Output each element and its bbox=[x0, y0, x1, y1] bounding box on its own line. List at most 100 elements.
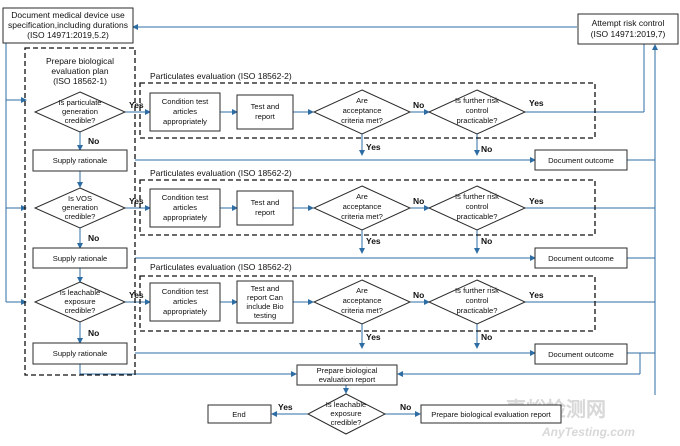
acceptance-diamond bbox=[312, 185, 412, 231]
svg-text:credible?: credible? bbox=[65, 212, 96, 221]
svg-text:practicable?: practicable? bbox=[457, 306, 498, 315]
svg-text:Yes: Yes bbox=[129, 196, 144, 206]
svg-text:Prepare biological: Prepare biological bbox=[317, 366, 378, 375]
svg-text:Prepare biological: Prepare biological bbox=[46, 56, 114, 66]
plan-group bbox=[24, 47, 136, 376]
decision-diamond bbox=[33, 91, 127, 133]
top-left-box: Document medical device use specificatio… bbox=[2, 7, 134, 44]
final-no-label: No bbox=[400, 402, 411, 412]
svg-text:No: No bbox=[88, 328, 99, 338]
svg-text:Is further risk: Is further risk bbox=[455, 96, 499, 105]
svg-text:No: No bbox=[413, 100, 424, 110]
test-box bbox=[236, 190, 294, 226]
svg-text:Yes: Yes bbox=[366, 332, 381, 342]
svg-text:criteria met?: criteria met? bbox=[341, 116, 383, 125]
svg-text:No: No bbox=[88, 233, 99, 243]
svg-text:Is leachable: Is leachable bbox=[326, 400, 367, 409]
svg-text:(ISO 14971:2019,5.2): (ISO 14971:2019,5.2) bbox=[27, 30, 109, 40]
svg-text:Supply rationale: Supply rationale bbox=[53, 254, 107, 263]
svg-text:appropriately: appropriately bbox=[163, 213, 207, 222]
svg-text:Are: Are bbox=[356, 96, 368, 105]
prepare-report-box: Prepare biological evaluation report bbox=[296, 364, 398, 386]
svg-text:No: No bbox=[88, 136, 99, 146]
svg-text:appropriately: appropriately bbox=[163, 117, 207, 126]
svg-text:(ISO 14971:2019,7): (ISO 14971:2019,7) bbox=[591, 29, 666, 39]
svg-text:Is further risk: Is further risk bbox=[455, 192, 499, 201]
condition-box bbox=[149, 92, 221, 132]
end-box: End bbox=[207, 404, 272, 424]
svg-text:Prepare biological evaluation: Prepare biological evaluation report bbox=[431, 410, 551, 419]
svg-text:Yes: Yes bbox=[366, 142, 381, 152]
decision-diamond bbox=[33, 281, 127, 323]
svg-text:report: report bbox=[255, 208, 276, 217]
test-box bbox=[236, 280, 294, 324]
section-title: Particulates evaluation (ISO 18562-2) bbox=[150, 262, 292, 272]
svg-text:Attempt risk control: Attempt risk control bbox=[592, 18, 665, 28]
svg-text:control: control bbox=[466, 106, 489, 115]
plan-title: Prepare biological evaluation plan (ISO … bbox=[46, 56, 114, 86]
svg-text:Is further risk: Is further risk bbox=[455, 286, 499, 295]
svg-text:Document medical device use: Document medical device use bbox=[11, 10, 125, 20]
svg-text:(ISO 18562-1): (ISO 18562-1) bbox=[53, 76, 107, 86]
risk-diamond bbox=[427, 185, 527, 231]
svg-text:include Bio: include Bio bbox=[246, 302, 283, 311]
outcome-box bbox=[534, 343, 628, 365]
svg-text:Test and: Test and bbox=[251, 284, 280, 293]
svg-text:acceptance: acceptance bbox=[343, 296, 382, 305]
svg-text:evaluation report: evaluation report bbox=[319, 375, 376, 384]
svg-text:Test and: Test and bbox=[251, 102, 280, 111]
svg-text:evaluation plan: evaluation plan bbox=[51, 66, 108, 76]
svg-text:report Can: report Can bbox=[247, 293, 283, 302]
svg-text:report: report bbox=[255, 112, 276, 121]
svg-text:No: No bbox=[413, 290, 424, 300]
final-decision: Is leachable exposure credible? bbox=[306, 393, 387, 435]
svg-text:End: End bbox=[232, 410, 246, 419]
svg-text:Yes: Yes bbox=[129, 100, 144, 110]
svg-text:Yes: Yes bbox=[529, 290, 544, 300]
svg-text:No: No bbox=[481, 236, 492, 246]
top-right-box: Attempt risk control (ISO 14971:2019,7) bbox=[577, 13, 679, 45]
svg-text:No: No bbox=[413, 196, 424, 206]
risk-diamond bbox=[427, 279, 527, 325]
svg-text:Is particulate: Is particulate bbox=[58, 98, 101, 107]
risk-diamond bbox=[427, 89, 527, 135]
svg-text:acceptance: acceptance bbox=[343, 106, 382, 115]
final-no-box: Prepare biological evaluation report bbox=[420, 404, 562, 424]
section-2-group bbox=[139, 179, 596, 236]
svg-text:Document outcome: Document outcome bbox=[548, 254, 614, 263]
svg-text:specification,including durati: specification,including durations bbox=[8, 20, 128, 30]
svg-text:Condition test: Condition test bbox=[162, 287, 209, 296]
svg-text:exposure: exposure bbox=[330, 409, 361, 418]
svg-text:Document outcome: Document outcome bbox=[548, 350, 614, 359]
svg-text:Condition test: Condition test bbox=[162, 97, 209, 106]
section-3-group bbox=[139, 275, 596, 332]
svg-text:Test and: Test and bbox=[251, 198, 280, 207]
acceptance-diamond bbox=[312, 89, 412, 135]
svg-text:exposure: exposure bbox=[64, 297, 95, 306]
svg-text:Are: Are bbox=[356, 192, 368, 201]
svg-text:articles: articles bbox=[173, 297, 197, 306]
svg-text:generation: generation bbox=[62, 203, 98, 212]
svg-text:control: control bbox=[466, 296, 489, 305]
section-title: Particulates evaluation (ISO 18562-2) bbox=[150, 168, 292, 178]
svg-text:articles: articles bbox=[173, 107, 197, 116]
connectors bbox=[5, 24, 658, 417]
svg-text:Supply rationale: Supply rationale bbox=[53, 156, 107, 165]
section-2: Particulates evaluation (ISO 18562-2) Is… bbox=[32, 168, 628, 269]
acceptance-diamond bbox=[312, 279, 412, 325]
section-1: Particulates evaluation (ISO 18562-2) Is… bbox=[32, 71, 628, 172]
svg-text:Is VOS: Is VOS bbox=[68, 194, 92, 203]
svg-text:credible?: credible? bbox=[65, 116, 96, 125]
svg-text:No: No bbox=[481, 332, 492, 342]
svg-text:No: No bbox=[481, 144, 492, 154]
svg-text:practicable?: practicable? bbox=[457, 212, 498, 221]
svg-text:Supply rationale: Supply rationale bbox=[53, 349, 107, 358]
svg-text:control: control bbox=[466, 202, 489, 211]
rationale-box bbox=[32, 342, 128, 365]
svg-text:practicable?: practicable? bbox=[457, 116, 498, 125]
rationale-box bbox=[32, 247, 128, 269]
svg-text:Condition test: Condition test bbox=[162, 193, 209, 202]
watermark-en: AnyTesting.com bbox=[541, 425, 635, 439]
svg-text:Yes: Yes bbox=[529, 98, 544, 108]
